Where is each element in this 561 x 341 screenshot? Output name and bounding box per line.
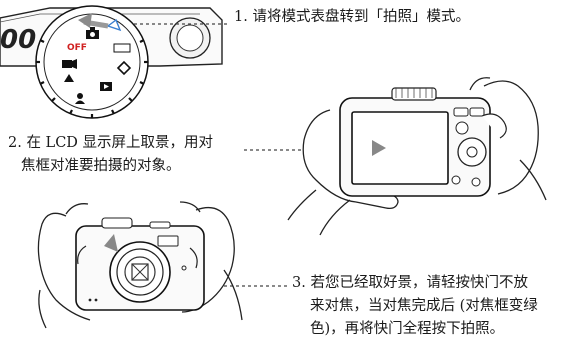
- rotate-arrow-icon: [78, 13, 92, 28]
- step-1-number: 1.: [234, 9, 248, 25]
- movie-mode-icon: [62, 59, 77, 69]
- step-2-text-line-2: 焦框对准要拍摄的对象。: [21, 158, 181, 174]
- camera-mode-icon: [86, 27, 99, 39]
- step-3-text-line-1: 若您已经取好景，请轻按快门不放: [310, 275, 528, 291]
- step-3-number: 3.: [292, 275, 306, 291]
- setup-mode-icon: [116, 60, 132, 76]
- step-3: 3. 若您已经取好景，请轻按快门不放 来对焦，当对焦完成后 (对焦框变绿 色)，…: [292, 272, 560, 341]
- landscape-mode-icon: [64, 74, 74, 82]
- step-1: 1. 请将模式表盘转到「拍照」模式。: [234, 6, 470, 29]
- playback-mode-icon: [100, 82, 112, 91]
- lcd-framing-illustration: [244, 77, 547, 236]
- model-label: 00: [0, 25, 36, 55]
- scene-mode-icon: [106, 18, 122, 32]
- shutter-press-illustration: [37, 201, 290, 329]
- mode-dial: OFF: [35, 5, 149, 119]
- step-2-text-line-1: 在 LCD 显示屏上取景，用对: [26, 135, 214, 151]
- step-3-text-line-2: 来对焦，当对焦完成后 (对焦框变绿: [310, 298, 538, 314]
- off-label: OFF: [67, 43, 87, 53]
- portrait-mode-icon: [75, 93, 85, 104]
- pointer-arrow-icon: [372, 140, 386, 156]
- wide-mode-icon: [113, 43, 131, 53]
- step-2-number: 2.: [8, 135, 22, 151]
- shutter-arrow-icon: [104, 234, 118, 252]
- step-2: 2. 在 LCD 显示屏上取景，用对 焦框对准要拍摄的对象。: [8, 132, 238, 178]
- mode-dial-illustration: 00 OFF: [0, 5, 228, 119]
- step-1-text: 请将模式表盘转到「拍照」模式。: [252, 9, 470, 25]
- lcd-screen: [351, 111, 449, 185]
- step-3-text-line-3: 色)，再将快门全程按下拍照。: [310, 321, 505, 337]
